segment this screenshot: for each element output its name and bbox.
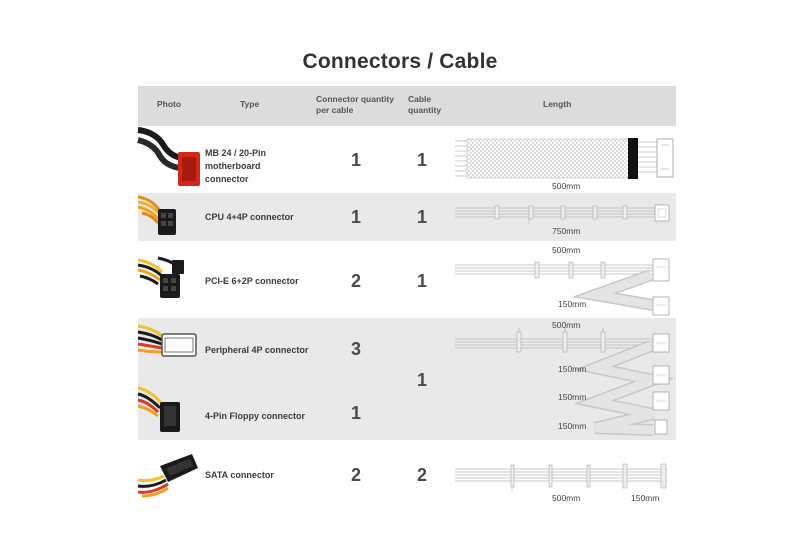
floppy-connector-icon [137,386,180,432]
cable-qty-sata: 2 [416,465,427,485]
cable-qty-mb24: 1 [416,150,427,170]
header-photo: Photo [157,99,182,109]
peripheral-floppy-cable-diagram [455,328,675,436]
length-label-sata-ext: 150mm [631,493,660,503]
row-band-peripheral [138,318,676,440]
length-label-peripheral-ext3: 150mm [558,421,587,431]
cable-qty-peripheral-floppy: 1 [416,370,427,390]
header-connector-qty-line1: Connector quantity [316,94,394,104]
length-label-pcie-ext: 150mm [558,299,587,309]
header-cable-qty-line1: Cable [408,94,432,104]
length-label-cpu: 750mm [552,226,581,236]
type-label-peripheral: Peripheral 4P connector [205,345,309,355]
molex-connector-icon [137,324,197,357]
type-label-floppy: 4-Pin Floppy connector [205,411,306,421]
connector-qty-floppy: 1 [350,403,361,423]
connector-qty-peripheral: 3 [350,339,361,359]
cpu-8pin-connector-icon [137,195,176,235]
type-label-mb24-line1: MB 24 / 20-Pin [205,148,267,158]
type-label-mb24-line3: connector [205,174,249,184]
cable-qty-cpu: 1 [416,207,427,227]
length-label-sata-main: 500mm [552,493,581,503]
connector-qty-sata: 2 [350,465,361,485]
table-header [138,86,676,126]
type-label-cpu: CPU 4+4P connector [205,212,294,222]
cpu-cable-diagram [455,204,670,224]
sata-cable-diagram [455,463,667,491]
connector-qty-mb24: 1 [350,150,361,170]
length-label-peripheral-ext1: 150mm [558,364,587,374]
pcie-8pin-connector-icon [137,256,184,298]
atx-24pin-connector-icon [137,127,200,186]
type-label-pcie: PCI-E 6+2P connector [205,276,299,286]
sata-connector-icon [137,454,198,498]
header-connector-qty-line2: per cable [316,105,354,115]
connector-qty-cpu: 1 [350,207,361,227]
header-length: Length [543,99,572,109]
mb24-cable-diagram [455,138,674,179]
page-title: Connectors / Cable [302,50,498,73]
type-label-mb24-line2: motherboard [205,161,261,171]
pcie-cable-diagram [455,258,670,316]
type-label-sata: SATA connector [205,470,274,480]
header-cable-qty-line2: quantity [408,105,442,115]
length-label-peripheral-main: 500mm [552,320,581,330]
length-label-peripheral-ext2: 150mm [558,392,587,402]
length-label-mb24: 500mm [552,181,581,191]
connector-qty-pcie: 2 [350,271,361,291]
cable-qty-pcie: 1 [416,271,427,291]
length-label-pcie-main: 500mm [552,245,581,255]
header-type: Type [240,99,260,109]
